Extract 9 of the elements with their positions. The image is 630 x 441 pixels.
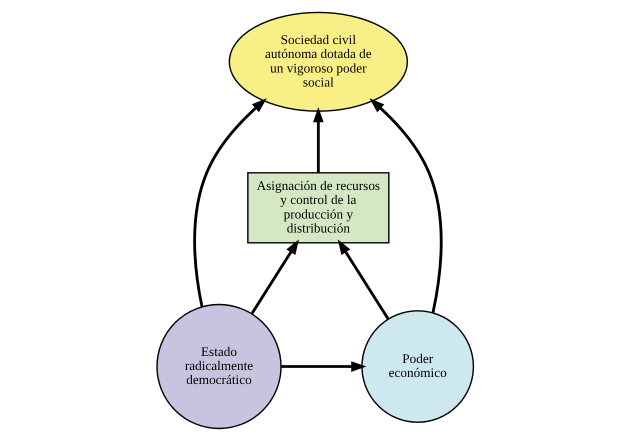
node-box: Asignación de recursos y control de la producción y distribución [247, 172, 390, 244]
arrow [193, 98, 267, 307]
arrow [313, 107, 324, 173]
arrow [369, 98, 443, 314]
node-circle: Estado radicalmente democrático [156, 304, 282, 430]
arrow [281, 361, 366, 372]
node-circle: Poder económico [361, 310, 474, 423]
arrow [250, 239, 299, 314]
arrow [338, 239, 390, 320]
